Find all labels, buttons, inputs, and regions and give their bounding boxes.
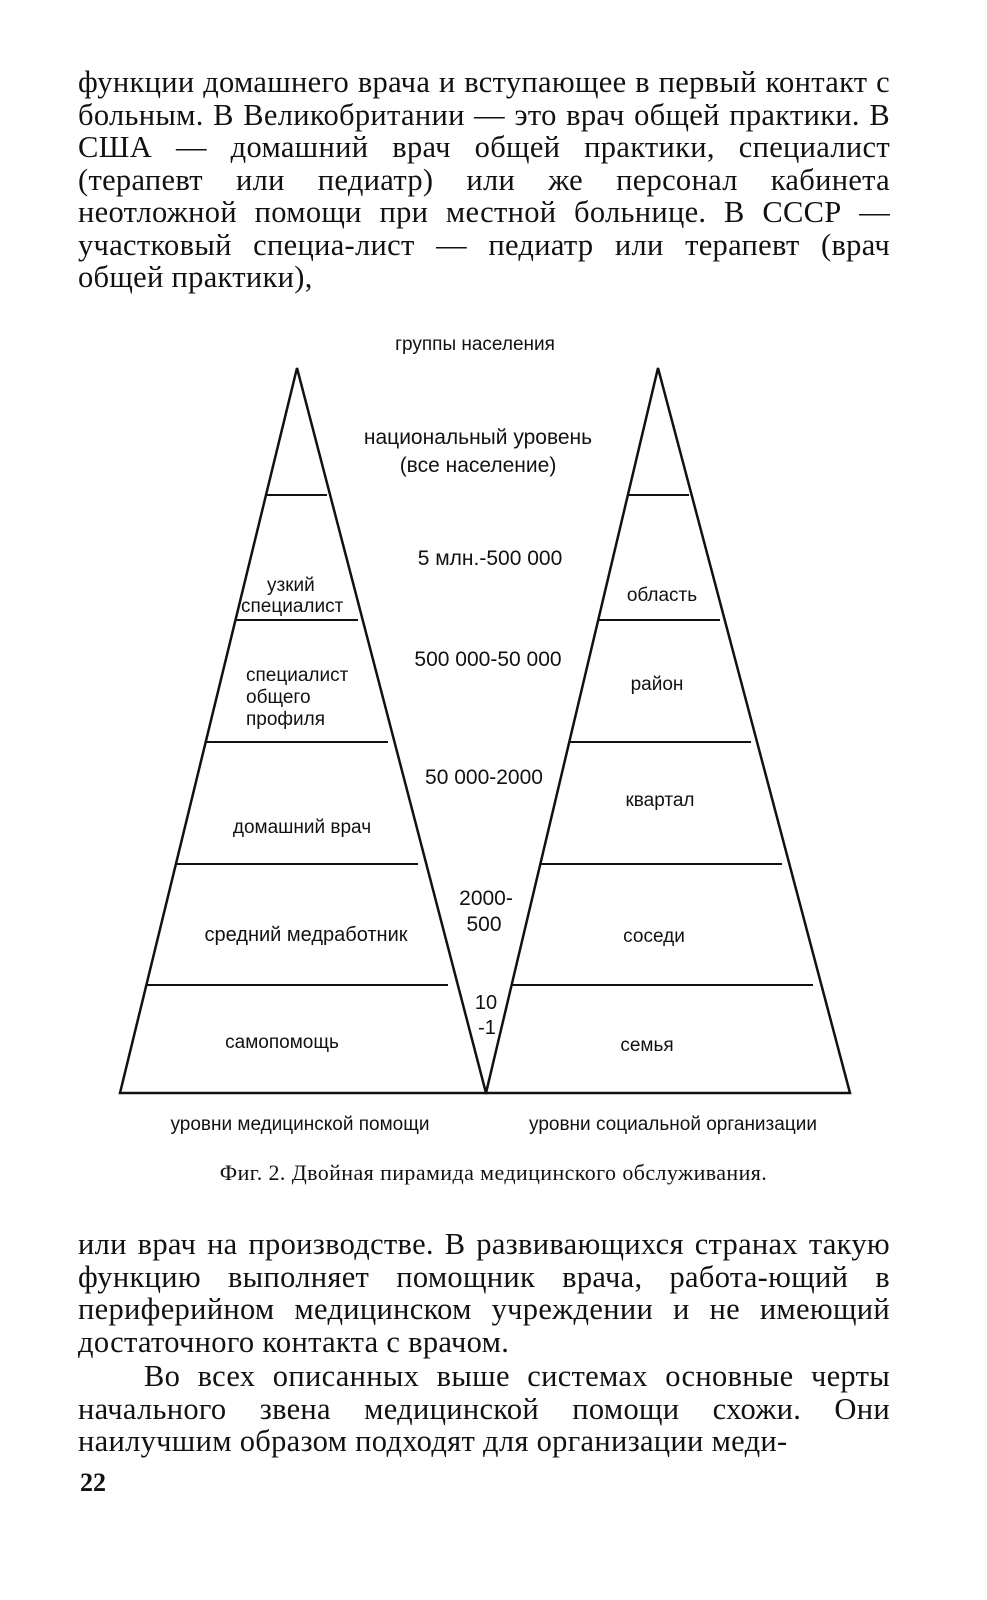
paragraph-top: функции домашнего врача и вступающее в п… xyxy=(78,65,890,294)
population-groups-label: группы населения xyxy=(395,334,555,355)
left-pyramid-outline xyxy=(118,367,488,1095)
population-range-1b: (все население) xyxy=(400,454,557,477)
page-number: 22 xyxy=(80,1468,106,1497)
right-pyramid-outline xyxy=(484,367,852,1095)
population-range-2: 5 млн.-500 000 xyxy=(418,547,563,570)
left-level-general-specialist-3: профиля xyxy=(246,709,325,730)
population-range-5b: 500 xyxy=(466,913,501,936)
double-pyramid-figure: группы населения национальный уровень (в… xyxy=(118,334,852,1135)
population-range-6b: -1 xyxy=(478,1017,496,1039)
paragraph-middle: или врач на производстве. В развивающихс… xyxy=(78,1227,890,1359)
population-range-3: 500 000-50 000 xyxy=(414,648,561,671)
figure-caption: Фиг. 2. Двойная пирамида медицинского об… xyxy=(219,1160,768,1185)
right-axis-label: уровни социальной организации xyxy=(529,1114,817,1135)
left-level-general-specialist-1: специалист xyxy=(246,665,349,686)
left-axis-label: уровни медицинской помощи xyxy=(170,1114,429,1135)
paragraph-bottom: Во всех описанных выше системах основные… xyxy=(78,1359,890,1458)
right-level-neighbors: соседи xyxy=(623,926,685,947)
population-range-5a: 2000- xyxy=(459,887,513,910)
right-level-district: район xyxy=(631,674,684,695)
left-level-narrow-specialist-1: узкий xyxy=(267,575,315,596)
right-level-quarter: квартал xyxy=(625,790,694,811)
population-range-6a: 10 xyxy=(475,992,497,1014)
left-level-self-help: самопомощь xyxy=(225,1032,339,1053)
left-level-medical-worker: средний медработник xyxy=(204,924,407,946)
population-range-4: 50 000-2000 xyxy=(425,766,543,789)
left-level-general-specialist-2: общего xyxy=(246,687,311,708)
left-level-narrow-specialist-2: специалист xyxy=(241,596,344,617)
left-level-home-doctor: домашний врач xyxy=(233,817,371,838)
population-range-1a: национальный уровень xyxy=(364,426,592,449)
right-level-region: область xyxy=(627,585,697,606)
right-level-family: семья xyxy=(620,1035,673,1056)
